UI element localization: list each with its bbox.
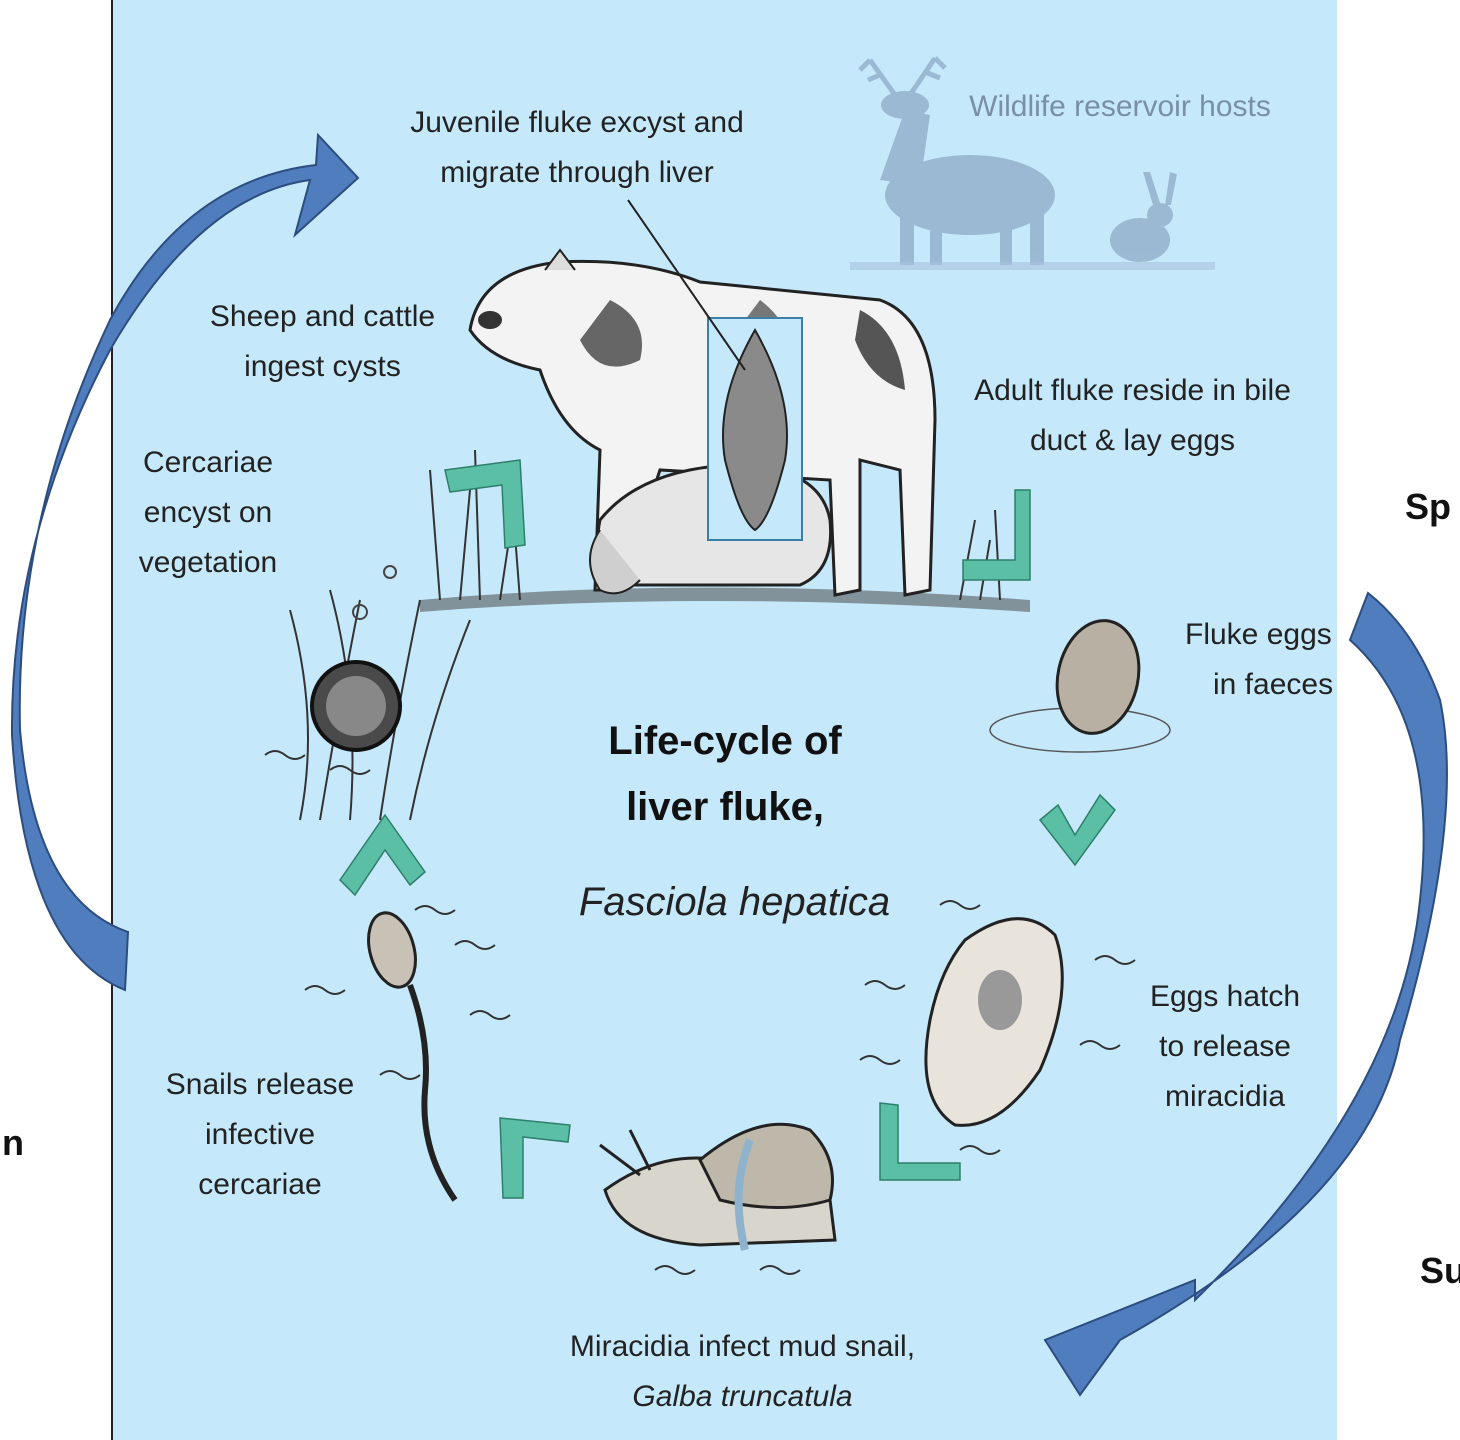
label-snail-infect-line-1: Miracidia infect mud snail, bbox=[545, 1322, 940, 1372]
label-eggs: Fluke eggs in faeces bbox=[1185, 610, 1337, 710]
label-juvenile: Juvenile fluke excyst and migrate throug… bbox=[392, 98, 762, 198]
wildlife-grass bbox=[850, 262, 1215, 270]
label-ingest-line-1: Sheep and cattle bbox=[195, 292, 450, 342]
label-adult-line-2: duct & lay eggs bbox=[955, 416, 1310, 466]
diagram-title-line-2: liver fluke, bbox=[555, 774, 895, 840]
label-adult: Adult fluke reside in bile duct & lay eg… bbox=[955, 366, 1310, 466]
label-hatch-line-2: to release bbox=[1140, 1022, 1310, 1072]
label-adult-line-1: Adult fluke reside in bile bbox=[955, 366, 1310, 416]
label-eggs-line-1: Fluke eggs bbox=[1185, 610, 1337, 660]
label-release-line-1: Snails release bbox=[160, 1060, 360, 1110]
edge-label-left: n bbox=[2, 1122, 24, 1164]
label-hatch-line-1: Eggs hatch bbox=[1140, 972, 1310, 1022]
label-snail-species: Galba truncatula bbox=[545, 1372, 940, 1422]
label-encyst-line-2: encyst on bbox=[128, 488, 288, 538]
label-release-line-3: cercariae bbox=[160, 1160, 360, 1210]
label-release-line-2: infective bbox=[160, 1110, 360, 1160]
edge-label-right-top: Sp bbox=[1405, 486, 1451, 528]
label-ingest-line-2: ingest cysts bbox=[195, 342, 450, 392]
label-wildlife-text: Wildlife reservoir hosts bbox=[950, 82, 1290, 132]
label-juvenile-line-2: migrate through liver bbox=[392, 148, 762, 198]
label-encyst: Cercariae encyst on vegetation bbox=[128, 438, 288, 588]
label-ingest: Sheep and cattle ingest cysts bbox=[195, 292, 450, 392]
label-encyst-line-3: vegetation bbox=[128, 538, 288, 588]
label-juvenile-line-1: Juvenile fluke excyst and bbox=[392, 98, 762, 148]
label-eggs-line-2: in faeces bbox=[1185, 660, 1337, 710]
label-hatch: Eggs hatch to release miracidia bbox=[1140, 972, 1310, 1122]
species-name: Fasciola hepatica bbox=[562, 880, 907, 925]
label-wildlife: Wildlife reservoir hosts bbox=[950, 82, 1290, 132]
label-release: Snails release infective cercariae bbox=[160, 1060, 360, 1210]
label-hatch-line-3: miracidia bbox=[1140, 1072, 1310, 1122]
label-snail-infect: Miracidia infect mud snail, Galba trunca… bbox=[545, 1322, 940, 1422]
diagram-title-line-1: Life-cycle of bbox=[555, 708, 895, 774]
label-encyst-line-1: Cercariae bbox=[128, 438, 288, 488]
edge-label-right-bottom: Su bbox=[1420, 1250, 1460, 1292]
diagram-title: Life-cycle of liver fluke, bbox=[555, 708, 895, 840]
